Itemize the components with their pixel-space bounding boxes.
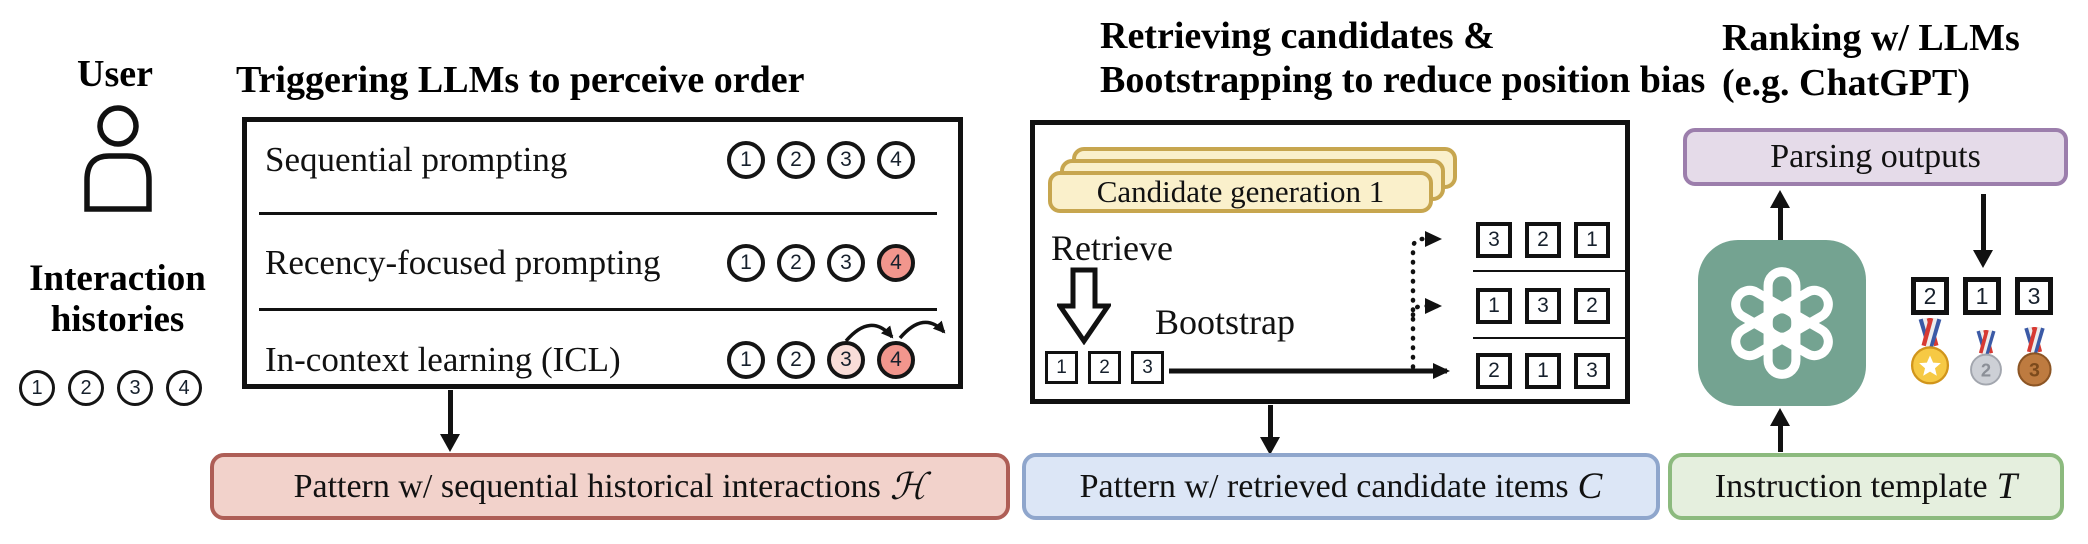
- item-square: 2: [1911, 277, 1949, 315]
- perceive-order-title: Triggering LLMs to perceive order: [236, 59, 805, 101]
- instruction-template-box: Instruction template T: [1668, 453, 2064, 520]
- instruction-template-symbol: T: [1996, 466, 2018, 507]
- prompting-row-circles: 1 2 3 4: [727, 141, 915, 179]
- interaction-histories-label: Interaction histories: [0, 258, 235, 340]
- prompting-row-circles: 1 2 3 4: [727, 341, 915, 379]
- permutation-row: 3 2 1: [1476, 222, 1610, 258]
- parsing-outputs-box: Parsing outputs: [1683, 128, 2068, 186]
- item-square: 1: [1045, 351, 1078, 384]
- item-square: 1: [1574, 222, 1610, 258]
- history-item-circle: 1: [19, 370, 55, 406]
- item-square: 3: [1476, 222, 1512, 258]
- bronze-medal-icon: 3: [2017, 327, 2052, 387]
- retrieve-down-arrow-icon: [1057, 267, 1111, 345]
- user-label: User: [77, 53, 153, 95]
- item-square: 1: [1963, 277, 2001, 315]
- item-circle: 1: [727, 141, 765, 179]
- row-divider: [259, 212, 937, 215]
- history-pattern-symbol: ℋ: [889, 466, 927, 508]
- candidates-pattern-symbol: C: [1577, 466, 1603, 507]
- permutation-divider: [1473, 337, 1625, 339]
- arrow-shaft: [1981, 194, 1986, 252]
- prompting-row-label: In-context learning (ICL): [265, 340, 621, 379]
- item-circle: 3: [827, 341, 865, 379]
- gold-medal-icon: [1910, 318, 1950, 385]
- item-circle: 2: [777, 341, 815, 379]
- retrieval-title-line2: Bootstrapping to reduce position bias: [1100, 59, 1706, 101]
- permutation-row: 1 3 2: [1476, 288, 1610, 324]
- item-square: 2: [1525, 222, 1561, 258]
- ranking-title-line1: Ranking w/ LLMs: [1722, 17, 2020, 59]
- permutation-row: 2 1 3: [1476, 353, 1610, 389]
- item-circle: 4: [877, 141, 915, 179]
- history-pattern-box: Pattern w/ sequential historical interac…: [210, 453, 1010, 520]
- arrow-head-up: [1770, 408, 1790, 426]
- history-item-circle: 2: [68, 370, 104, 406]
- item-square: 3: [1525, 288, 1561, 324]
- item-circle: 3: [827, 244, 865, 282]
- item-square: 2: [1476, 353, 1512, 389]
- arrow-head-down: [1260, 437, 1280, 455]
- ranked-results: 2 1 3: [1911, 277, 2053, 315]
- item-square: 2: [1574, 288, 1610, 324]
- arrow-head-down: [1973, 250, 1993, 268]
- chatgpt-logo-tile: [1698, 240, 1866, 406]
- prompting-row-label: Sequential prompting: [265, 140, 568, 179]
- bootstrap-label: Bootstrap: [1155, 302, 1295, 342]
- parsing-outputs-label: Parsing outputs: [1770, 138, 1981, 175]
- item-square: 3: [1131, 351, 1164, 384]
- arrow-shaft: [448, 390, 453, 436]
- arrow-shaft: [1268, 405, 1273, 439]
- item-circle: 1: [727, 244, 765, 282]
- instruction-template-text: Instruction template: [1714, 467, 1988, 505]
- history-item-circle: 3: [117, 370, 153, 406]
- openai-knot-icon: [1731, 267, 1833, 379]
- interaction-histories-line2: histories: [50, 299, 185, 340]
- user-icon: [84, 105, 152, 212]
- candidate-card-label: Candidate generation 1: [1096, 174, 1385, 209]
- ranking-title: Ranking w/ LLMs (e.g. ChatGPT): [1722, 16, 2020, 106]
- item-square: 2: [1088, 351, 1121, 384]
- icl-hop-arrows-icon: [844, 320, 946, 343]
- perceive-order-panel: Sequential prompting 1 2 3 4 Recency-foc…: [242, 117, 963, 389]
- permutation-divider: [1473, 270, 1625, 272]
- arrow-head-down: [440, 434, 460, 452]
- item-circle: 2: [777, 141, 815, 179]
- item-square: 3: [2015, 277, 2053, 315]
- history-pattern-text: Pattern w/ sequential historical interac…: [293, 467, 881, 505]
- item-square: 1: [1525, 353, 1561, 389]
- bootstrap-arrows-icon: [1169, 231, 1450, 379]
- silver-medal-rank: 2: [1981, 359, 1991, 380]
- history-item-circle: 4: [166, 370, 202, 406]
- item-square: 1: [1476, 288, 1512, 324]
- retrieve-label: Retrieve: [1051, 228, 1173, 268]
- retrieved-items: 1 2 3: [1045, 351, 1164, 384]
- retrieval-title: Retrieving candidates & Bootstrapping to…: [1100, 14, 1705, 102]
- arrow-shaft: [1778, 206, 1783, 248]
- prompting-row-circles: 1 2 3 4: [727, 244, 915, 282]
- retrieval-panel: Candidate generation 1 Retrieve 1 2 3 Bo…: [1030, 120, 1630, 404]
- retrieval-title-line1: Retrieving candidates &: [1100, 15, 1495, 57]
- arrow-shaft: [1778, 424, 1783, 452]
- prompting-row-label: Recency-focused prompting: [265, 243, 661, 282]
- item-circle: 3: [827, 141, 865, 179]
- candidate-card-front: Candidate generation 1: [1048, 171, 1433, 213]
- item-circle: 1: [727, 341, 765, 379]
- item-circle: 4: [877, 244, 915, 282]
- item-circle: 2: [777, 244, 815, 282]
- history-items: 1 2 3 4: [19, 370, 202, 406]
- silver-medal-icon: 2: [1970, 330, 2002, 386]
- item-square: 3: [1574, 353, 1610, 389]
- bronze-medal-rank: 3: [2029, 360, 2040, 382]
- row-divider: [259, 308, 937, 311]
- ranking-title-line2: (e.g. ChatGPT): [1722, 62, 1971, 104]
- candidates-pattern-text: Pattern w/ retrieved candidate items: [1079, 467, 1569, 505]
- interaction-histories-line1: Interaction: [29, 258, 206, 299]
- item-circle: 4: [877, 341, 915, 379]
- arrow-head-up: [1770, 190, 1790, 208]
- candidates-pattern-box: Pattern w/ retrieved candidate items C: [1022, 453, 1660, 520]
